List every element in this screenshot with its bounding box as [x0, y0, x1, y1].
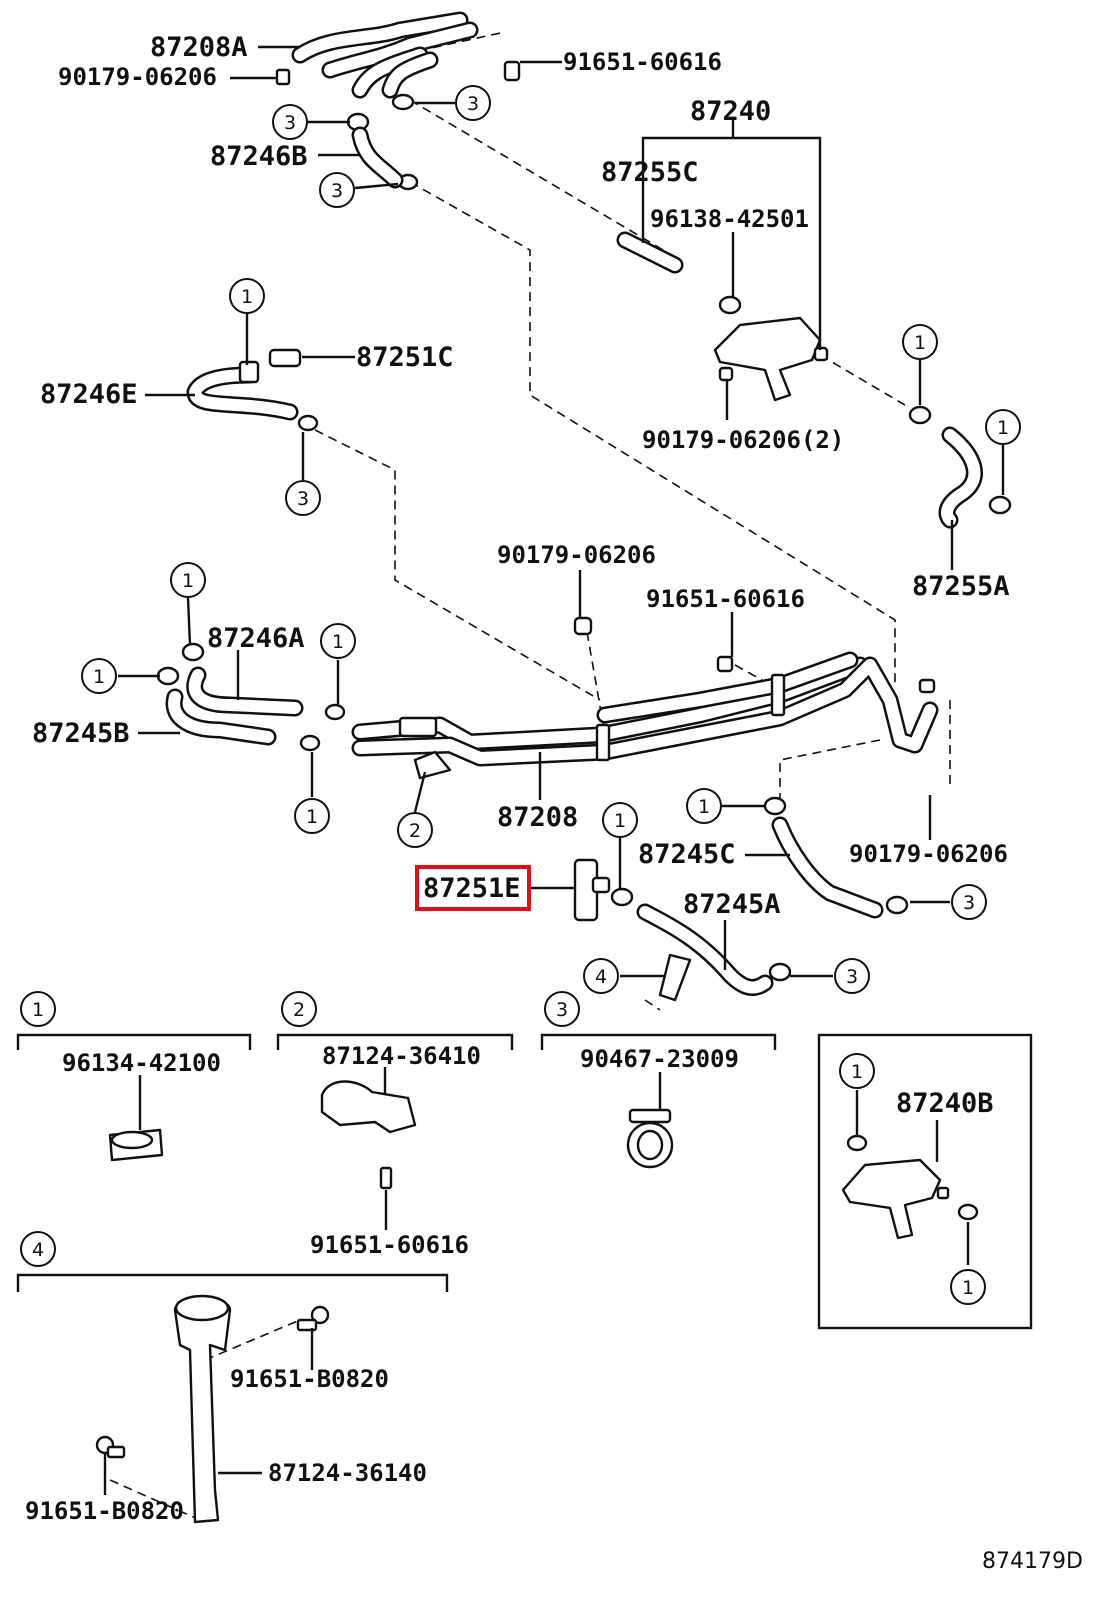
svg-text:1: 1	[851, 1061, 863, 1083]
svg-text:1: 1	[997, 417, 1009, 439]
callout-3-d: 3	[285, 480, 321, 516]
svg-text:3: 3	[331, 180, 343, 202]
svg-text:3: 3	[963, 892, 975, 914]
label-91651-box2[interactable]: 91651-60616	[310, 1231, 469, 1259]
label-87240[interactable]: 87240	[690, 96, 771, 127]
detail-box-1	[16, 1033, 252, 1162]
svg-text:3: 3	[556, 999, 568, 1021]
svg-text:1: 1	[241, 286, 253, 308]
detail-box-3	[540, 1033, 777, 1169]
label-90179-right[interactable]: 90179-06206	[849, 840, 1008, 868]
label-90179-mid[interactable]: 90179-06206	[497, 541, 656, 569]
callout-1-i: 1	[602, 802, 638, 838]
callout-1-f: 1	[81, 658, 117, 694]
label-91651-top[interactable]: 91651-60616	[563, 48, 722, 76]
label-91651-B0820-a[interactable]: 91651-B0820	[230, 1365, 389, 1393]
svg-text:3: 3	[284, 112, 296, 134]
callout-1-k: 1	[950, 1269, 986, 1305]
svg-text:3: 3	[297, 488, 309, 510]
hose-87255A	[908, 405, 1012, 529]
callout-1-d: 1	[170, 562, 206, 598]
hose-87246B	[351, 126, 404, 189]
callout-1-g: 1	[294, 798, 330, 834]
label-87240B[interactable]: 87240B	[896, 1088, 994, 1119]
callout-markers: 3 3 3 1 3 1 1 1 1 1 1 2 1 1 3 4 3 1 2 3 …	[20, 85, 1021, 1305]
svg-text:3: 3	[846, 966, 858, 988]
label-90467[interactable]: 90467-23009	[580, 1045, 739, 1073]
callout-3-box: 3	[544, 991, 580, 1027]
label-87246A[interactable]: 87246A	[207, 623, 305, 654]
svg-text:1: 1	[182, 570, 194, 592]
hoses-87246A-87245B	[156, 642, 346, 752]
label-91651-B0820-b[interactable]: 91651-B0820	[25, 1497, 184, 1525]
fuel-line-87208A	[291, 11, 479, 99]
svg-text:3: 3	[467, 93, 479, 115]
callout-3-e: 3	[951, 884, 987, 920]
part-labels: 87208A 90179-06206 91651-60616 87240 872…	[25, 32, 1010, 1525]
label-87255A[interactable]: 87255A	[912, 571, 1010, 602]
callout-1-c: 1	[985, 409, 1021, 445]
callout-2-a: 2	[397, 812, 433, 848]
label-87251E[interactable]: 87251E	[423, 873, 521, 904]
svg-text:1: 1	[93, 666, 105, 688]
svg-text:1: 1	[914, 332, 926, 354]
label-87208[interactable]: 87208	[497, 802, 578, 833]
label-87246E[interactable]: 87246E	[40, 379, 138, 410]
svg-text:1: 1	[698, 796, 710, 818]
label-90179-top[interactable]: 90179-06206	[58, 63, 217, 91]
label-87245A[interactable]: 87245A	[683, 889, 781, 920]
svg-text:1: 1	[332, 631, 344, 653]
detail-box-87240B	[817, 1033, 1033, 1330]
svg-text:4: 4	[32, 1239, 44, 1261]
svg-text:4: 4	[595, 966, 607, 988]
callout-1-e: 1	[320, 623, 356, 659]
label-87246B[interactable]: 87246B	[210, 141, 308, 172]
bracket-87240	[616, 231, 829, 402]
callout-1-a: 1	[229, 278, 265, 314]
callout-2-box: 2	[281, 991, 317, 1027]
label-87245B[interactable]: 87245B	[32, 718, 130, 749]
callout-3-f: 3	[834, 958, 870, 994]
label-96138[interactable]: 96138-42501	[650, 205, 809, 233]
hose-87246E	[186, 348, 319, 432]
callout-4-a: 4	[583, 958, 619, 994]
callout-4-box: 4	[20, 1231, 56, 1267]
label-87124-36410[interactable]: 87124-36410	[322, 1042, 481, 1070]
label-87255C[interactable]: 87255C	[601, 157, 699, 188]
svg-text:1: 1	[614, 810, 626, 832]
label-87208A[interactable]: 87208A	[150, 32, 248, 63]
dashed-guides	[109, 31, 951, 1521]
callout-1-b: 1	[902, 324, 938, 360]
svg-text:1: 1	[306, 806, 318, 828]
svg-text:2: 2	[409, 820, 421, 842]
hose-87245C	[763, 796, 909, 919]
leader-lines	[118, 45, 1005, 978]
label-90179-2[interactable]: 90179-06206(2)	[642, 426, 844, 454]
valve-87251E-assembly	[573, 858, 792, 1002]
diagram-code: 874179D	[982, 1549, 1083, 1574]
callout-3-a: 3	[455, 85, 491, 121]
label-91651-mid[interactable]: 91651-60616	[646, 585, 805, 613]
callout-3-c: 3	[319, 172, 355, 208]
detail-box-4	[16, 1273, 449, 1524]
callout-3-b: 3	[272, 104, 308, 140]
callout-1-j: 1	[839, 1053, 875, 1089]
callout-1-h: 1	[686, 788, 722, 824]
label-87245C[interactable]: 87245C	[638, 839, 736, 870]
highlight-box	[415, 865, 531, 911]
fuel-line-87208	[351, 616, 939, 780]
callout-1-box: 1	[20, 991, 56, 1027]
svg-text:1: 1	[32, 999, 44, 1021]
label-87124-36140[interactable]: 87124-36140	[268, 1459, 427, 1487]
label-96134[interactable]: 96134-42100	[62, 1049, 221, 1077]
label-87251C[interactable]: 87251C	[356, 342, 454, 373]
detail-box-2	[276, 1033, 514, 1230]
svg-text:1: 1	[962, 1277, 974, 1299]
svg-text:2: 2	[293, 999, 305, 1021]
